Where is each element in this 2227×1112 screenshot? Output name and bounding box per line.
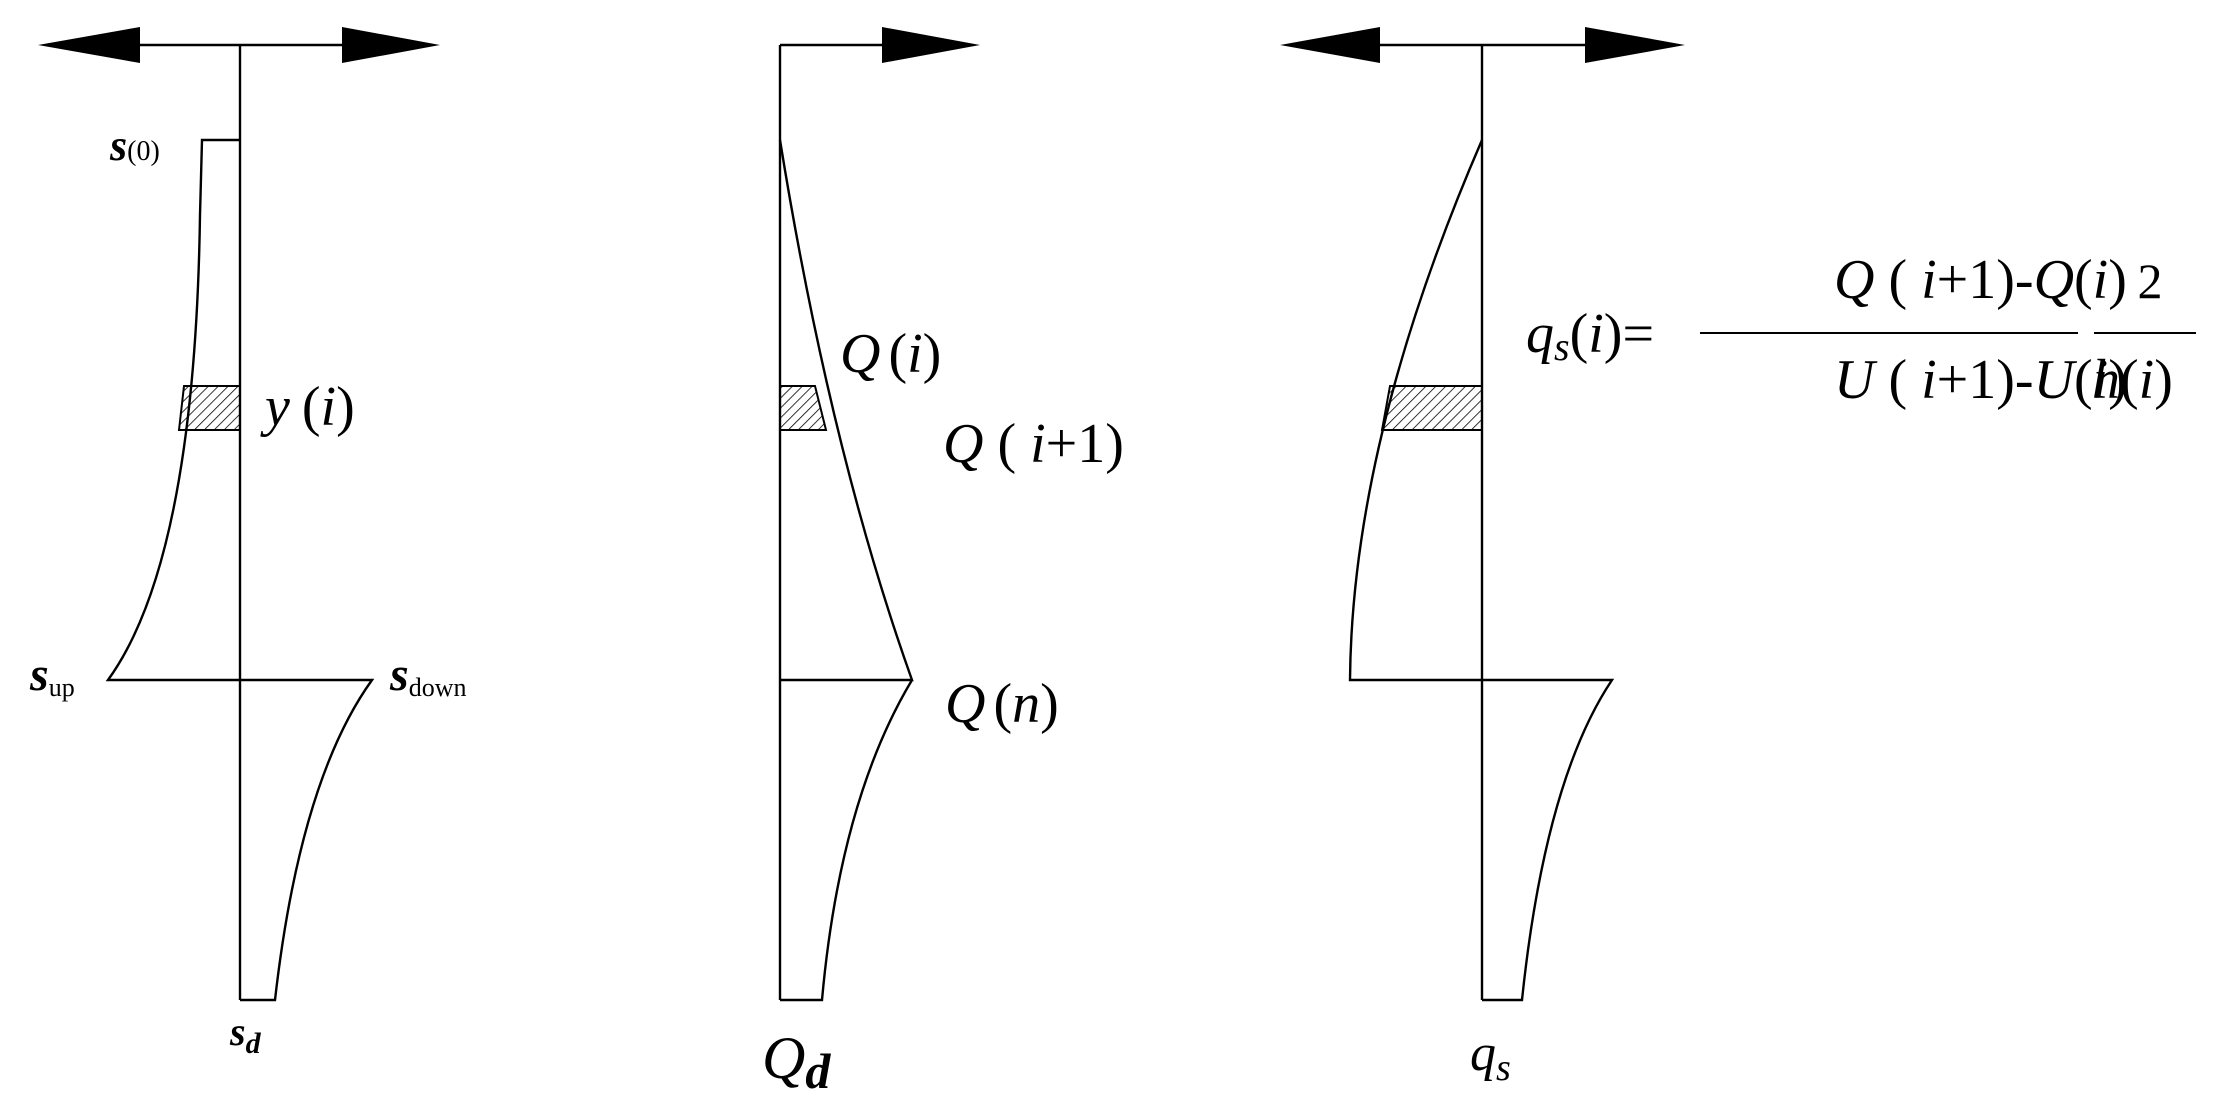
middle-arrow-right-icon bbox=[882, 27, 980, 63]
middle-panel: Q(i) Q ( i+1) Q(n) Qd bbox=[762, 27, 1194, 1099]
left-panel: s(0) y(i) sup sdown sd bbox=[29, 27, 466, 1060]
formula-denominator: U ( i+1)-U(i) bbox=[1708, 349, 2225, 411]
label-s-d: sd bbox=[229, 1009, 262, 1060]
left-hatched-strip bbox=[177, 385, 241, 431]
label-q-i: Q(i) bbox=[840, 323, 941, 385]
label-s-up: sup bbox=[29, 648, 75, 702]
left-lower-profile bbox=[240, 678, 375, 1002]
left-upper-profile bbox=[105, 138, 240, 682]
label-q-d: Qd bbox=[762, 1025, 831, 1099]
formula-numerator: Q ( i+1)-Q(i) bbox=[1708, 249, 2225, 311]
label-q-i-plus-1: Q ( i+1) bbox=[845, 413, 1194, 475]
right-arrow-left-icon bbox=[1280, 27, 1380, 63]
right-lower-profile bbox=[1482, 678, 1615, 1002]
right-upper-profile bbox=[1348, 139, 1484, 682]
label-s0: s(0) bbox=[109, 121, 160, 170]
formula: qs(i)= Q ( i+1)-Q(i) U ( i+1)-U(i) 2 h(i… bbox=[1526, 249, 2225, 411]
label-q-n: Q(n) bbox=[945, 673, 1059, 735]
middle-upper-profile bbox=[778, 139, 914, 682]
formula-lhs: qs(i)= bbox=[1526, 303, 1654, 369]
middle-hatched-strip bbox=[779, 385, 828, 431]
formula-numerator-2: 2 bbox=[2138, 253, 2163, 309]
left-arrow-left-icon bbox=[38, 27, 140, 63]
right-panel: qs(i)= Q ( i+1)-Q(i) U ( i+1)-U(i) 2 h(i… bbox=[1280, 27, 2225, 1089]
label-y-i: y(i) bbox=[260, 376, 355, 438]
right-arrow-right-icon bbox=[1585, 27, 1685, 63]
right-hatched-strip bbox=[1380, 385, 1483, 431]
label-q-s: qs bbox=[1470, 1025, 1511, 1089]
label-s-down: sdown bbox=[389, 648, 466, 702]
left-arrow-right-icon bbox=[342, 27, 440, 63]
middle-lower-profile bbox=[780, 679, 914, 1002]
formula-denominator-2: h(i) bbox=[2092, 349, 2173, 411]
